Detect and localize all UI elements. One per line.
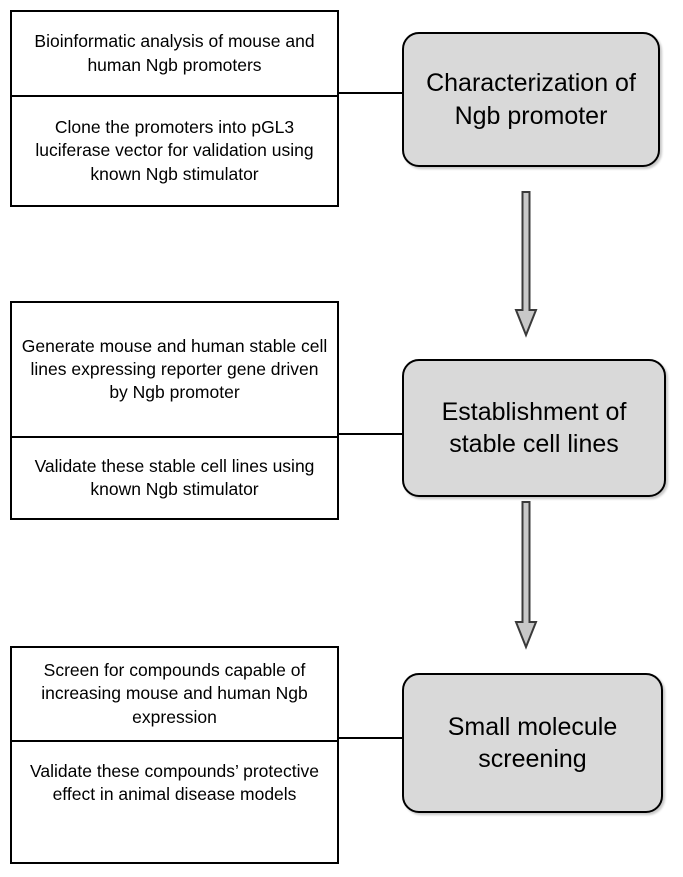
task-table-characterization: Bioinformatic analysis of mouse and huma… xyxy=(10,10,339,207)
connector-line-characterization xyxy=(339,92,403,94)
task-cell: Screen for compounds capable of increasi… xyxy=(41,660,308,727)
task-table-small-molecule-screening: Screen for compounds capable of increasi… xyxy=(10,646,339,864)
stage-label: Characterization of Ngb promoter xyxy=(426,69,636,130)
stage-box-characterization[interactable]: Characterization of Ngb promoter xyxy=(402,32,660,167)
stage-box-small-molecule-screening[interactable]: Small molecule screening xyxy=(402,673,663,813)
task-table-stable-cell-lines: Generate mouse and human stable cell lin… xyxy=(10,301,339,520)
task-cell: Validate these compounds’ protective eff… xyxy=(12,740,337,824)
stage-box-stable-cell-lines[interactable]: Establishment of stable cell lines xyxy=(402,359,666,497)
connector-line-small-molecule-screening xyxy=(339,737,403,739)
stage-label: Establishment of stable cell lines xyxy=(441,397,627,459)
stage-label: Small molecule screening xyxy=(447,712,618,774)
arrow-down-icon xyxy=(514,191,538,338)
task-cell: Clone the promoters into pGL3 luciferase… xyxy=(12,95,337,205)
task-cell: Bioinformatic analysis of mouse and huma… xyxy=(34,31,315,75)
task-cell: Generate mouse and human stable cell lin… xyxy=(21,335,328,403)
task-cell-empty xyxy=(12,824,337,862)
connector-line-stable-cell-lines xyxy=(339,433,403,435)
arrow-down-icon xyxy=(514,501,538,650)
task-cell: Validate these stable cell lines using k… xyxy=(12,436,337,518)
